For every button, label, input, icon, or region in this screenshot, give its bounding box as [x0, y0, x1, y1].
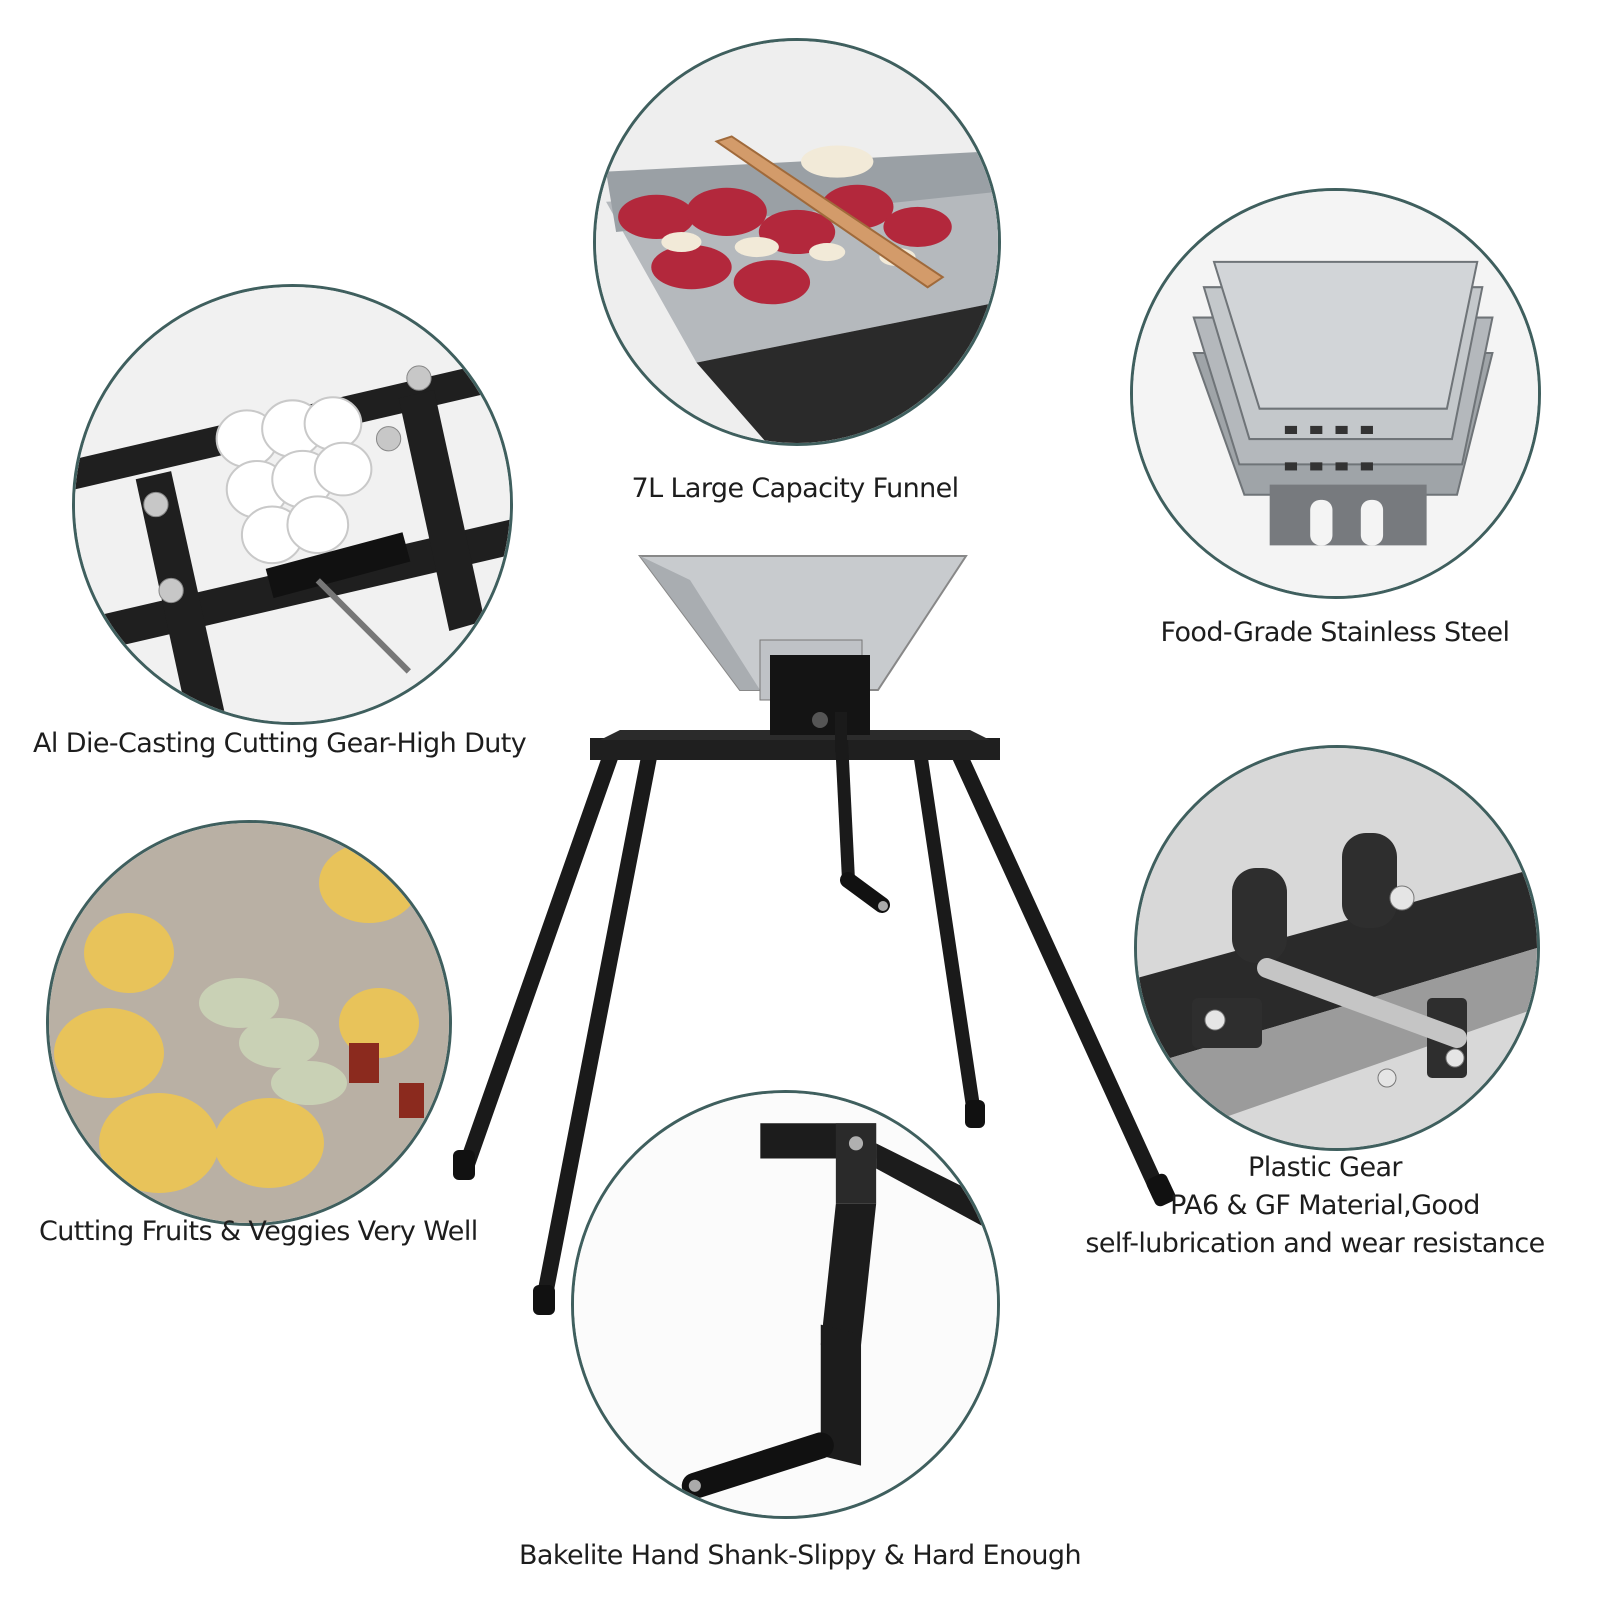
cutting-gear-detail-image — [72, 284, 513, 725]
plastic-gear-caption-line2: PA6 & GF Material,Good — [1170, 1190, 1480, 1221]
stainless-steel-caption: Food-Grade Stainless Steel — [1160, 617, 1511, 648]
plastic-gear-detail-image — [1134, 745, 1540, 1151]
plastic-gear-caption-line3: self-lubrication and wear resistance — [1085, 1228, 1545, 1259]
hand-shank-caption: Bakelite Hand Shank-Slippy & Hard Enough — [519, 1540, 1082, 1571]
cutting-fruits-detail-image — [46, 820, 452, 1226]
cutting-fruits-caption: Cutting Fruits & Veggies Very Well — [39, 1216, 478, 1247]
funnel-caption: 7L Large Capacity Funnel — [631, 473, 959, 504]
funnel-detail-image — [593, 38, 1001, 446]
plastic-gear-caption-line1: Plastic Gear — [1248, 1152, 1402, 1183]
hand-shank-detail-image — [571, 1090, 1000, 1519]
cutting-gear-caption: Al Die-Casting Cutting Gear-High Duty — [33, 728, 527, 759]
stainless-steel-detail-image — [1130, 188, 1541, 599]
